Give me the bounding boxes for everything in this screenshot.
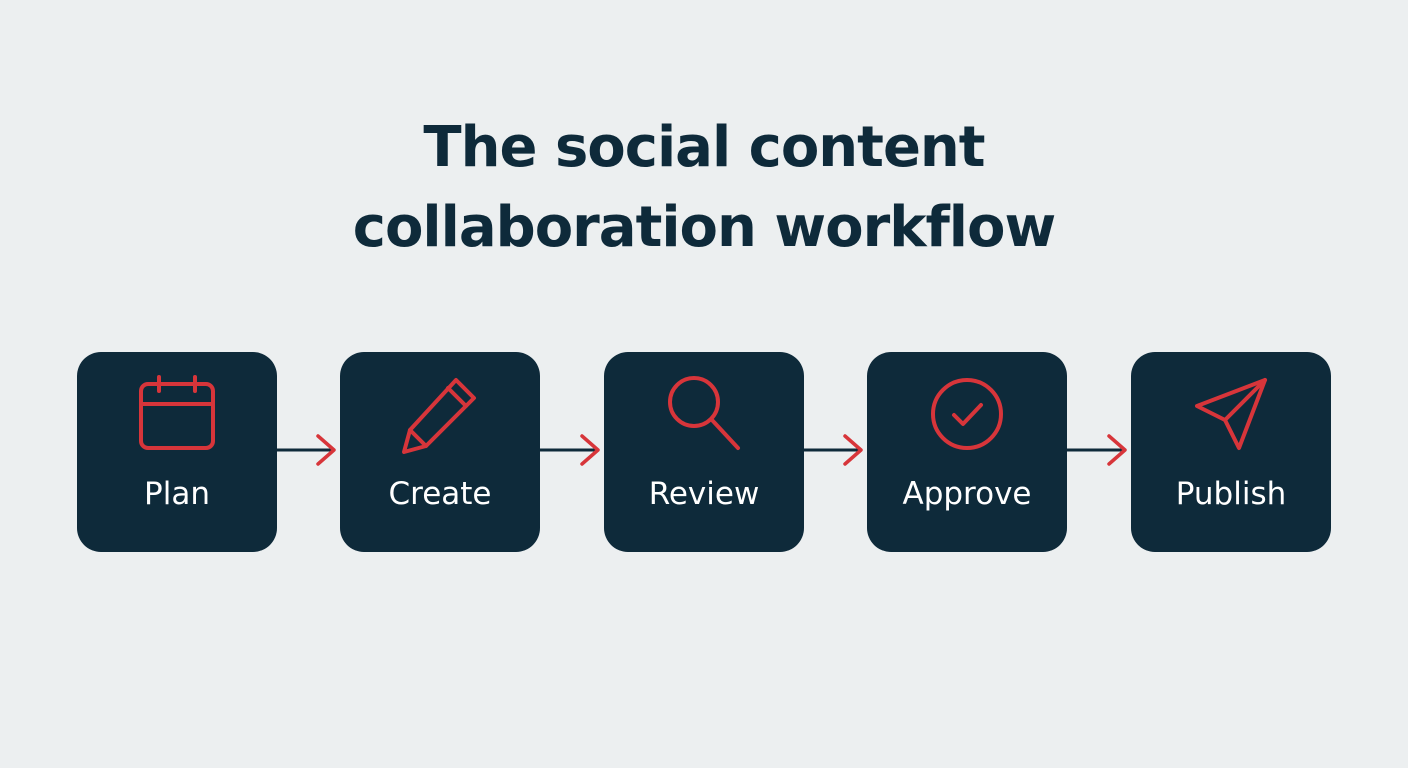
- step-label-create: Create: [388, 476, 492, 512]
- step-plan: Plan: [77, 352, 277, 552]
- step-create: Create: [340, 352, 540, 552]
- step-label-approve: Approve: [902, 476, 1032, 512]
- arrow-connector-1: [276, 430, 340, 470]
- step-label-plan: Plan: [144, 476, 210, 512]
- arrow-connector-4: [1067, 430, 1131, 470]
- step-publish: Publish: [1131, 352, 1331, 552]
- diagram-title: The social content collaboration workflo…: [0, 108, 1408, 268]
- title-line-1: The social content: [423, 115, 985, 180]
- arrow-connector-2: [540, 430, 604, 470]
- pencil-icon: [400, 374, 480, 454]
- step-review: Review: [604, 352, 804, 552]
- magnifier-icon: [664, 374, 744, 454]
- title-line-2: collaboration workflow: [352, 195, 1056, 260]
- step-approve: Approve: [867, 352, 1067, 552]
- step-label-review: Review: [648, 476, 760, 512]
- arrow-connector-3: [803, 430, 867, 470]
- calendar-icon: [137, 374, 217, 454]
- step-label-publish: Publish: [1175, 476, 1287, 512]
- paper-plane-icon: [1191, 374, 1271, 454]
- check-circle-icon: [927, 374, 1007, 454]
